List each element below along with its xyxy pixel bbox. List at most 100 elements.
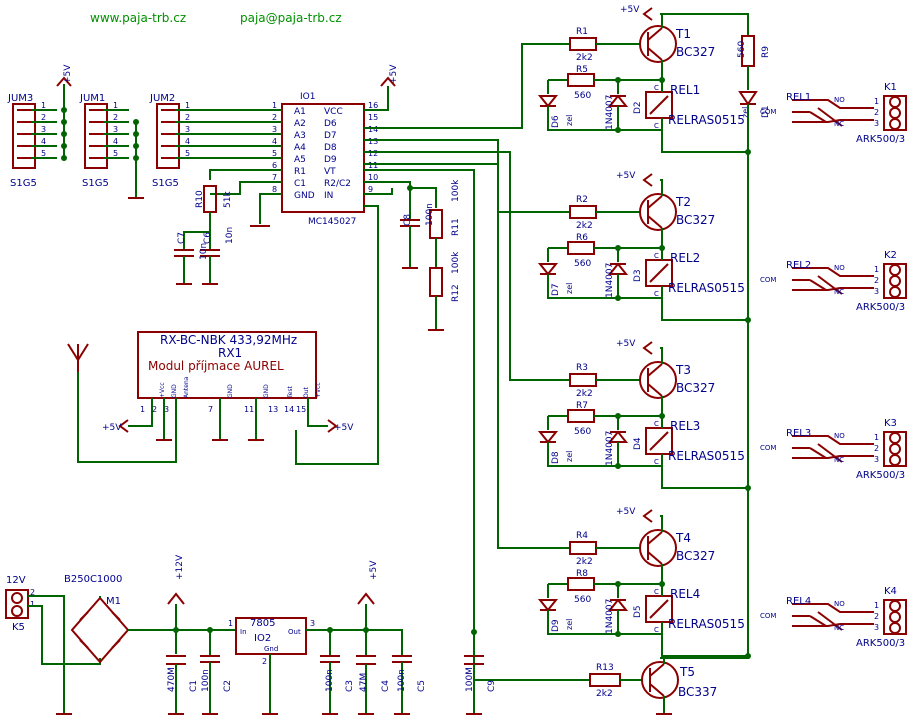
io1-left-pin-number: 2 <box>272 113 277 122</box>
terminal-part: ARK500/3 <box>856 470 905 481</box>
terminal-pin: 3 <box>874 455 879 464</box>
io1-right-pin-number: 12 <box>368 149 378 158</box>
jumper-pin-label: 5 <box>185 149 190 158</box>
io1-right-pin-number: 16 <box>368 101 378 110</box>
led-resistor <box>567 73 595 87</box>
jumper-pin-label: 2 <box>41 113 46 122</box>
relay-coil <box>645 595 673 623</box>
io1-right-pin-number: 11 <box>368 161 378 170</box>
relay-pin-label: C <box>654 588 659 596</box>
r12-name: R12 <box>451 284 461 302</box>
k5-name: K5 <box>12 622 25 633</box>
relay-pin-label: C <box>654 626 659 634</box>
jumper-pin-label: 1 <box>113 101 118 110</box>
led-name: D9 <box>551 619 561 632</box>
led-resistor-value: 560 <box>574 427 591 437</box>
terminal-pin: 3 <box>874 623 879 632</box>
rx-pin-number: 1 <box>140 405 145 414</box>
r13-value: 2k2 <box>596 689 613 699</box>
transistor-value: BC327 <box>676 213 715 227</box>
terminal-block <box>883 263 907 299</box>
c8-value: 100n <box>425 203 435 226</box>
io1-right-pin-label: D7 <box>324 131 337 141</box>
c1-name: C1 <box>189 680 199 692</box>
io1-right-pin-number: 15 <box>368 113 378 122</box>
c4-name: C4 <box>381 680 391 692</box>
relay-name: REL3 <box>670 419 700 433</box>
r12-value: 100k <box>451 251 461 274</box>
io1-left-pin-label: A2 <box>294 119 306 129</box>
nc-label: NC <box>834 288 844 296</box>
jum3-label: JUM3 <box>7 93 33 104</box>
c9-name: C9 <box>487 680 497 692</box>
terminal-pin: 2 <box>874 444 879 453</box>
jumper-pin-label: 5 <box>113 149 118 158</box>
email-text: paja@paja-trb.cz <box>240 11 342 25</box>
vcc-label: +5V <box>616 339 636 349</box>
terminal-name: K1 <box>884 82 897 93</box>
relay-part: RELRAS0515 <box>668 617 745 631</box>
vcc-label-supply: +5V <box>369 560 379 580</box>
io1-right-pin-label: D8 <box>324 143 337 153</box>
terminal-pin: 1 <box>874 265 879 274</box>
relay-contacts <box>792 99 874 127</box>
transistor-value: BC327 <box>676 381 715 395</box>
rx-pin-label: Out <box>303 386 310 398</box>
no-label: NO <box>834 96 845 104</box>
io2-out: Out <box>288 628 301 636</box>
d1-color: zel <box>741 107 750 118</box>
terminal-name: K2 <box>884 250 897 261</box>
jumper-pin-label: 3 <box>113 125 118 134</box>
c3-value: 100n <box>325 669 335 692</box>
c2-value: 100n <box>201 669 211 692</box>
terminal-name: K4 <box>884 586 897 597</box>
terminal-part: ARK500/3 <box>856 302 905 313</box>
relay-coil <box>645 91 673 119</box>
transistor <box>639 193 677 231</box>
io1-right-pin-label: D6 <box>324 119 337 129</box>
led-name: D6 <box>551 115 561 128</box>
jumper-pin-label: 4 <box>185 137 190 146</box>
relay-name: REL4 <box>670 587 700 601</box>
relay-contacts <box>792 267 874 295</box>
jumper-pin-label: 3 <box>185 125 190 134</box>
transistor-name: T3 <box>675 363 691 377</box>
c8-name: C8 <box>403 214 413 226</box>
jumper-jum3: JUM3 S1G5 <box>7 93 37 189</box>
relay-name: REL2 <box>670 251 700 265</box>
diode-value: 1N4007 <box>605 263 615 298</box>
transistor-name: T1 <box>675 27 691 41</box>
led-resistor <box>567 577 595 591</box>
relay-coil <box>645 259 673 287</box>
rx-pin-label: +Vcc <box>159 382 166 398</box>
base-resistor-name: R3 <box>576 363 588 373</box>
jumper-jum1: JUM1 S1G5 <box>79 93 109 189</box>
v12-label: +12V <box>175 554 185 580</box>
relay-contact-name: REL4 <box>786 596 811 607</box>
no-label: NO <box>834 600 845 608</box>
nc-label: NC <box>834 624 844 632</box>
c1-value: 470M <box>167 667 177 692</box>
io2-in: In <box>240 628 247 636</box>
io1-left-pin-label: A4 <box>294 143 306 153</box>
k5-pin2: 2 <box>30 588 35 597</box>
relay-pin-label: C <box>654 290 659 298</box>
led-color: zel <box>565 619 574 630</box>
rx-module <box>137 331 317 399</box>
bridge-part: B250C1000 <box>64 574 122 585</box>
jumper-pin-label: 2 <box>113 113 118 122</box>
io1-left-pin-label: A5 <box>294 155 306 165</box>
io1-right-pin-number: 13 <box>368 137 378 146</box>
relay-pin-label: C <box>654 84 659 92</box>
rx-pin-label: Antena <box>183 376 190 398</box>
terminal-pin: 2 <box>874 276 879 285</box>
vcc-label-rx1: +5V <box>102 423 122 433</box>
base-resistor-value: 2k2 <box>576 221 593 231</box>
io1-left-pin-label: R1 <box>294 167 306 177</box>
status-led <box>537 263 559 276</box>
diode-value: 1N4007 <box>605 95 615 130</box>
t5-transistor <box>641 661 679 699</box>
